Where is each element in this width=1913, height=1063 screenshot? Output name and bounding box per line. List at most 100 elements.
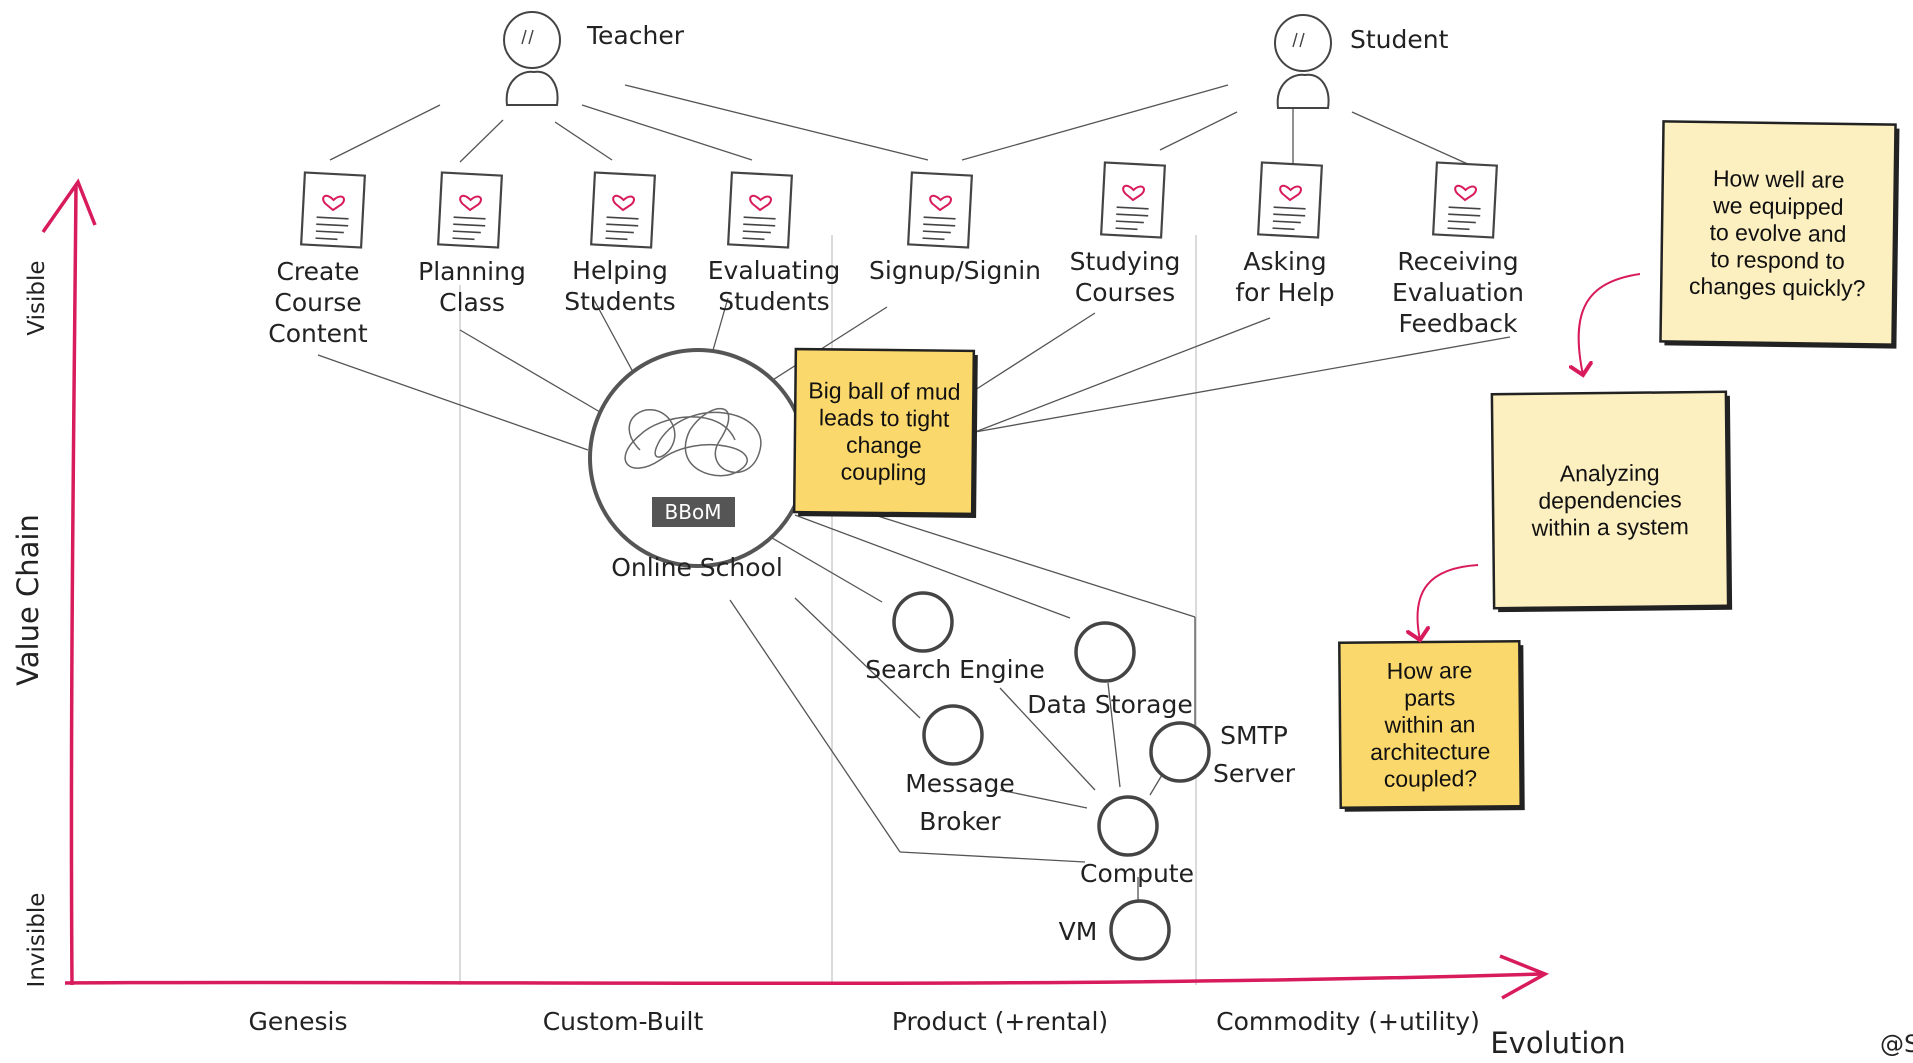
note-text: within an: [1383, 711, 1475, 738]
evolution-stage-label: Genesis: [249, 1007, 348, 1036]
component-circle: [1149, 721, 1211, 783]
component-circle: [1097, 795, 1159, 857]
note-text: to evolve and: [1709, 219, 1846, 247]
online-school-label: Online School: [611, 553, 783, 582]
note-text: changes quickly?: [1689, 273, 1866, 301]
component-smtp[interactable]: SMTP Server: [1149, 721, 1296, 788]
component-search[interactable]: Search Engine: [865, 591, 1045, 684]
evolution-stage-label: Commodity (+utility): [1216, 1007, 1480, 1036]
note-text: dependencies: [1538, 486, 1681, 513]
evolution-stage-label: Custom-Built: [543, 1007, 704, 1036]
user-label: Student: [1350, 25, 1449, 54]
component-circle: [922, 704, 984, 766]
need-label: for Help: [1235, 278, 1334, 307]
component-label: VM: [1059, 917, 1098, 946]
x-axis-title: Evolution: [1490, 1026, 1625, 1060]
x-axis-line: [64, 972, 1543, 986]
component-label: Broker: [919, 807, 1001, 836]
component-label: Server: [1213, 759, 1296, 788]
watermark: @S: [1880, 1030, 1913, 1058]
need-label: Course: [274, 288, 361, 317]
y-axis-title: Value Chain: [11, 514, 45, 686]
online-school-node[interactable]: BBoM Online School: [588, 348, 808, 582]
need-label: Helping: [572, 256, 668, 285]
component-label: Data Storage: [1027, 690, 1192, 719]
online-school-circle: [588, 348, 808, 568]
dependency-lines: [317, 84, 1511, 902]
component-label: SMTP: [1220, 721, 1288, 750]
need-label: Signup/Signin: [869, 256, 1041, 285]
heart-document-icon: [907, 171, 973, 249]
component-label: Compute: [1080, 859, 1194, 888]
component-circle: [1074, 621, 1136, 683]
y-axis-top-label: Visible: [24, 260, 50, 335]
evolution-stage-label: Product (+rental): [892, 1007, 1108, 1036]
y-axis-bottom-label: Invisible: [24, 893, 50, 988]
note-text: leads to tight: [819, 404, 950, 431]
need-label: Class: [439, 288, 505, 317]
y-axis-line: [69, 184, 78, 986]
component-compute[interactable]: Compute: [1080, 795, 1194, 888]
note-body: [1659, 120, 1897, 346]
need-label: Evaluation: [1392, 278, 1524, 307]
x-axis-arrowhead: [1499, 954, 1550, 1000]
note-arrows: [1417, 273, 1641, 640]
need-label: Students: [564, 287, 675, 316]
need-label: Receiving: [1397, 247, 1518, 276]
arrow-deps-to-parts: [1417, 564, 1479, 640]
need-label: Evaluating: [708, 256, 840, 285]
need-label: Feedback: [1398, 309, 1518, 338]
user-student[interactable]: Student: [1274, 14, 1449, 109]
component-circle: [1109, 899, 1171, 961]
user-label: Teacher: [586, 21, 685, 50]
note-text: Big ball of mud: [808, 377, 960, 405]
note-text: to respond to: [1710, 246, 1845, 274]
heart-document-icon: [590, 171, 656, 249]
component-circle: [892, 591, 954, 653]
bbom-badge-text: BBoM: [665, 500, 722, 524]
need-signup[interactable]: Signup/Signin: [869, 171, 1041, 285]
note-text: coupling: [841, 459, 927, 486]
y-axis-arrowhead: [41, 178, 97, 234]
user-teacher[interactable]: Teacher: [503, 11, 685, 106]
note-text: architecture: [1370, 738, 1490, 765]
heart-document-icon: [1100, 161, 1166, 239]
note-text: How are: [1387, 657, 1473, 684]
need-label: Content: [268, 319, 368, 348]
note-body: [792, 347, 976, 516]
note-text: How well are: [1713, 165, 1845, 193]
note-text: Analyzing: [1560, 459, 1660, 486]
heart-document-icon: [300, 171, 366, 249]
component-label: Search Engine: [865, 655, 1045, 684]
note-text: within a system: [1531, 513, 1689, 541]
component-vm[interactable]: VM: [1059, 899, 1171, 961]
note-body: [1490, 390, 1730, 610]
tangled-mud-icon: [624, 407, 762, 477]
note-text: we equipped: [1712, 192, 1844, 220]
heart-document-icon: [437, 171, 503, 249]
need-label: Studying: [1070, 247, 1181, 276]
note-text: parts: [1404, 684, 1455, 710]
heart-document-icon: [1432, 161, 1498, 239]
need-label: Asking: [1243, 247, 1326, 276]
need-label: Create: [276, 257, 359, 286]
note-text: change: [846, 432, 922, 459]
heart-document-icon: [1257, 161, 1323, 239]
axes: Value Chain Visible Invisible Evolution …: [11, 178, 1626, 1060]
need-label: Planning: [418, 257, 526, 286]
arrow-evolve-to-deps: [1579, 273, 1641, 375]
bbom-badge: [652, 497, 735, 527]
component-storage[interactable]: Data Storage: [1027, 621, 1193, 719]
